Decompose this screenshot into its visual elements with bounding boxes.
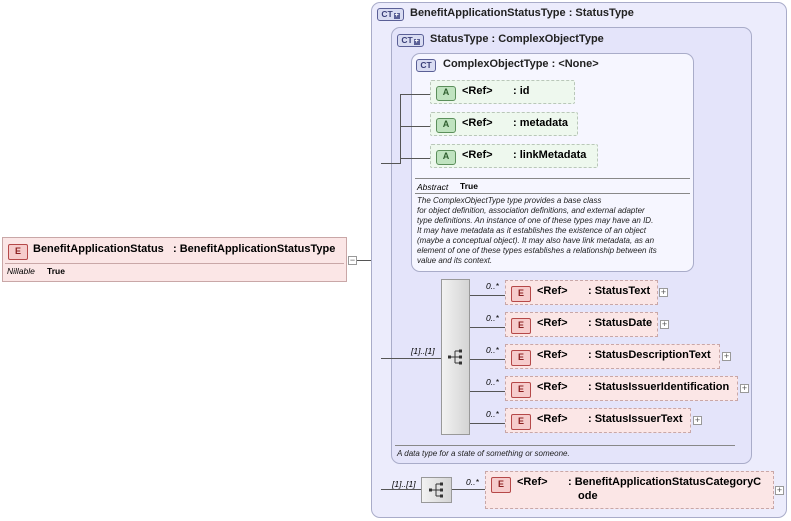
root-element-name: BenefitApplicationStatus: [33, 243, 164, 255]
element-badge: E: [511, 382, 531, 398]
element-badge: E: [511, 318, 531, 334]
connector: [470, 327, 505, 328]
element-name: : BenefitApplicationStatusCategoryC: [568, 476, 762, 488]
connector: [400, 126, 430, 127]
attribute-name: : metadata: [513, 117, 569, 129]
element-status-description-text[interactable]: E <Ref> : StatusDescriptionText: [505, 344, 720, 369]
divider: [415, 193, 690, 194]
element-ref: <Ref>: [537, 285, 568, 297]
attribute-metadata[interactable]: A <Ref> : metadata: [430, 112, 578, 136]
element-name: : StatusIssuerIdentification: [588, 381, 730, 393]
element-badge: E: [511, 286, 531, 302]
divider: [395, 445, 735, 446]
abstract-value: True: [460, 181, 478, 191]
element-badge: E: [491, 477, 511, 493]
attribute-name: : linkMetadata: [513, 149, 587, 161]
element-name: : StatusText: [588, 285, 651, 297]
element-cardinality: 0..*: [486, 313, 499, 323]
attribute-ref: <Ref>: [462, 117, 493, 129]
element-name: : StatusDescriptionText: [588, 349, 711, 361]
complex-type-badge: CT+: [377, 8, 404, 21]
expand-toggle[interactable]: +: [659, 287, 668, 297]
attribute-ref: <Ref>: [462, 85, 493, 97]
expand-toggle[interactable]: +: [722, 351, 731, 361]
complex-type-badge: CT: [416, 59, 436, 72]
status-type-documentation: A data type for a state of something or …: [397, 449, 570, 458]
status-type-title: StatusType : ComplexObjectType: [430, 33, 604, 45]
connector: [381, 358, 441, 359]
element-ref: <Ref>: [537, 381, 568, 393]
element-cardinality: 0..*: [486, 377, 499, 387]
root-element-box[interactable]: E BenefitApplicationStatus : BenefitAppl…: [2, 237, 347, 282]
sequence-compositor[interactable]: [441, 279, 470, 435]
connector: [400, 94, 430, 95]
attribute-badge: A: [436, 86, 456, 101]
root-element-type: : BenefitApplicationStatusType: [173, 243, 336, 255]
element-cardinality: 0..*: [486, 409, 499, 419]
connector: [381, 163, 400, 164]
outer-type-title: BenefitApplicationStatusType : StatusTyp…: [410, 7, 634, 19]
element-cardinality: 0..*: [486, 345, 499, 355]
expand-toggle[interactable]: +: [775, 485, 784, 495]
outer-sequence-compositor[interactable]: [421, 477, 452, 503]
element-cardinality: 0..*: [466, 477, 479, 487]
attribute-badge: A: [436, 118, 456, 133]
connector: [400, 158, 430, 159]
element-cardinality: 0..*: [486, 281, 499, 291]
nillable-value: True: [47, 266, 65, 276]
nillable-label: Nillable: [7, 266, 35, 276]
element-status-text[interactable]: E <Ref> : StatusText: [505, 280, 658, 305]
attribute-link-metadata[interactable]: A <Ref> : linkMetadata: [430, 144, 598, 168]
connector: [400, 94, 401, 164]
element-badge: E: [511, 350, 531, 366]
connector: [381, 489, 421, 490]
root-collapse-toggle[interactable]: −: [348, 255, 357, 265]
root-divider: [5, 263, 344, 264]
element-badge: E: [8, 244, 28, 260]
element-name-continued: ode: [578, 490, 598, 502]
element-name: : StatusIssuerText: [588, 413, 683, 425]
complex-type-badge: CT+: [397, 34, 424, 47]
connector: [357, 260, 381, 261]
element-status-date[interactable]: E <Ref> : StatusDate: [505, 312, 658, 337]
abstract-label: Abstract: [417, 182, 449, 192]
connector: [470, 391, 505, 392]
sequence-icon: [429, 482, 443, 498]
expand-toggle[interactable]: +: [693, 415, 702, 425]
complex-object-type-title: ComplexObjectType : <None>: [443, 58, 599, 70]
element-badge: E: [511, 414, 531, 430]
element-ref: <Ref>: [537, 349, 568, 361]
connector: [452, 489, 485, 490]
divider: [415, 178, 690, 179]
element-ref: <Ref>: [537, 413, 568, 425]
element-benefit-application-status-category-code[interactable]: E <Ref> : BenefitApplicationStatusCatego…: [485, 471, 774, 509]
element-status-issuer-text[interactable]: E <Ref> : StatusIssuerText: [505, 408, 691, 433]
element-ref: <Ref>: [537, 317, 568, 329]
element-name: : StatusDate: [588, 317, 653, 329]
attribute-ref: <Ref>: [462, 149, 493, 161]
complex-object-type-documentation: The ComplexObjectType type provides a ba…: [417, 196, 657, 265]
expand-toggle[interactable]: +: [660, 319, 669, 329]
element-status-issuer-identification[interactable]: E <Ref> : StatusIssuerIdentification: [505, 376, 738, 401]
outer-sequence-cardinality: [1]..[1]: [392, 479, 416, 489]
connector: [470, 423, 505, 424]
connector: [470, 359, 505, 360]
sequence-icon: [448, 349, 462, 365]
sequence-cardinality: [1]..[1]: [411, 346, 435, 356]
element-ref: <Ref>: [517, 476, 548, 488]
attribute-badge: A: [436, 150, 456, 165]
attribute-name: : id: [513, 85, 530, 97]
expand-toggle[interactable]: +: [740, 383, 749, 393]
connector: [470, 295, 505, 296]
attribute-id[interactable]: A <Ref> : id: [430, 80, 575, 104]
